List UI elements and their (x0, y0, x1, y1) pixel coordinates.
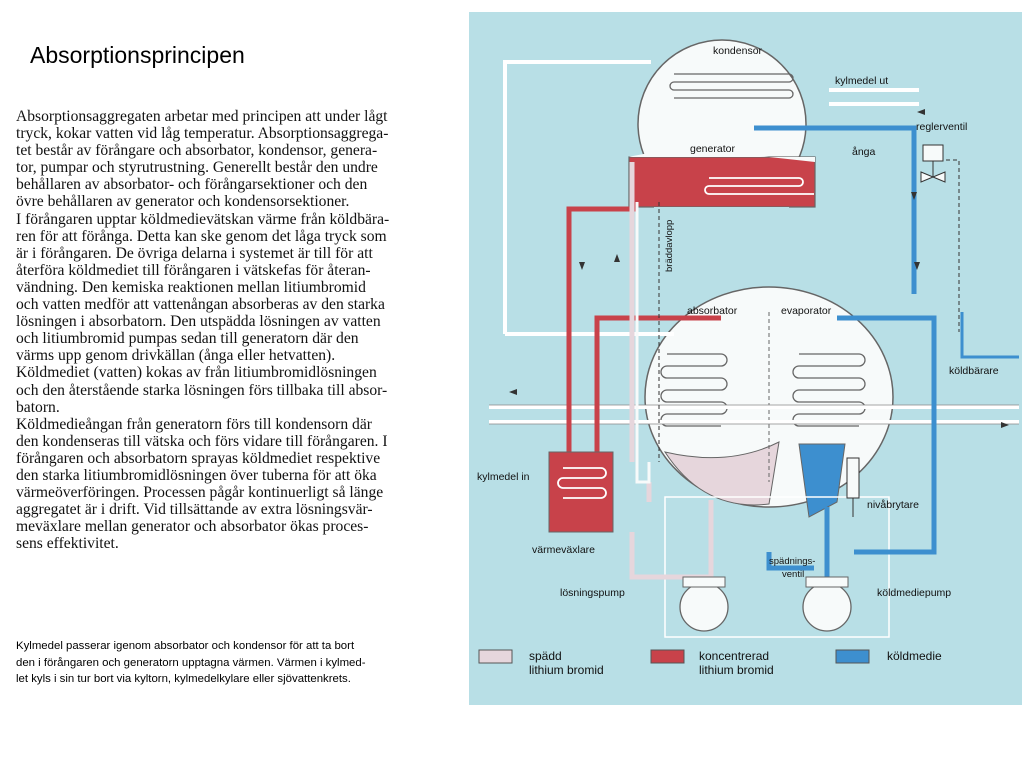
label-kylmedel-in: kylmedel in (477, 471, 530, 483)
label-generator: generator (690, 143, 735, 155)
label-varmevaxlare: värmeväxlare (532, 544, 595, 556)
legend-refrigerant-line1: köldmedie (887, 649, 942, 663)
refrigerant-pump (802, 576, 852, 632)
lower-vessel (644, 286, 894, 638)
legend-swatch-dilute (478, 649, 513, 664)
overflow-pipe (635, 202, 651, 484)
legend: spädd lithium bromid koncentrerad lithiu… (478, 649, 942, 677)
label-braddavlopp: bräddavlopp (664, 220, 675, 272)
solution-pump (679, 576, 729, 632)
cooling-water-outline (489, 404, 1019, 425)
legend-dilute-line1: spädd (529, 649, 562, 663)
label-reglerventil: reglerventil (916, 121, 967, 133)
absorption-diagram: kondensor kylmedel ut reglerventil gener… (469, 12, 1022, 705)
control-dashed-lines (658, 159, 960, 462)
legend-concentrated-line2: lithium bromid (699, 663, 774, 677)
label-kylmedel-ut: kylmedel ut (835, 75, 888, 87)
body-text: Absorptionsaggregaten arbetar med princi… (16, 108, 390, 553)
legend-swatch-refrigerant (835, 649, 870, 664)
evaporator-coil (792, 353, 866, 427)
cooling-water-lines (489, 60, 1019, 424)
regulating-valve (920, 144, 946, 183)
upper-vessel (628, 39, 816, 287)
label-spadningsventil-2: ventil (782, 569, 804, 580)
flow-arrows (509, 109, 1009, 428)
page-title: Absorptionsprincipen (30, 42, 245, 68)
label-koldbarare: köldbärare (949, 365, 999, 377)
generator-bath (628, 156, 816, 208)
label-absorbator: absorbator (687, 305, 738, 317)
refrigerant-lines (754, 125, 937, 587)
label-spadningsventil-1: spädnings- (769, 556, 815, 567)
label-evaporator: evaporator (781, 305, 832, 317)
legend-concentrated-line1: koncentrerad (699, 649, 769, 663)
label-kondensor: kondensor (713, 45, 763, 57)
absorber-coil (660, 353, 728, 427)
label-nivabrytare: nivåbrytare (867, 499, 919, 511)
legend-swatch-concentrated (650, 649, 685, 664)
level-switch (846, 457, 860, 517)
label-anga: ånga (852, 146, 876, 158)
chilled-water-lines (960, 312, 1019, 359)
dilute-solution-lines (629, 162, 714, 580)
label-losningspump: lösningspump (560, 587, 625, 599)
label-koldmediepump: köldmediepump (877, 587, 951, 599)
figure-caption: Kylmedel passerar igenom absorbator och … (16, 640, 366, 686)
condenser-coil (669, 73, 794, 99)
heat-exchanger (548, 451, 614, 533)
generator-coil (704, 177, 814, 195)
legend-dilute-line2: lithium bromid (529, 663, 604, 677)
